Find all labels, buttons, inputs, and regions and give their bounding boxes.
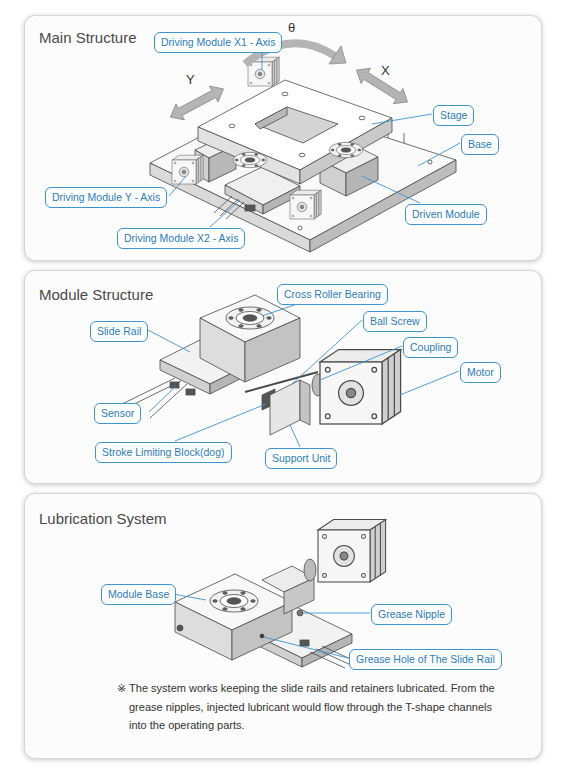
- callout-label: Driven Module: [412, 208, 480, 220]
- part-callout: Base: [461, 134, 499, 155]
- callout-label: Cross Roller Bearing: [284, 288, 381, 300]
- callout-label: Grease Nipple: [378, 608, 445, 620]
- part-callout: Sensor: [94, 403, 141, 424]
- part-callout: Stage: [433, 105, 474, 126]
- callout-label: Driving Module X2 - Axis: [124, 232, 238, 244]
- callout-label: Base: [468, 138, 492, 150]
- section-title: Module Structure: [39, 286, 153, 303]
- part-callout: Slide Rail: [90, 321, 148, 342]
- part-callout: Coupling: [403, 337, 458, 358]
- part-callout: Support Unit: [265, 448, 337, 469]
- part-callout: Grease Hole of The Slide Rail: [349, 649, 502, 670]
- part-callout: Ball Screw: [363, 311, 427, 332]
- callout-label: Support Unit: [272, 452, 330, 464]
- part-callout: Driving Module X1 - Axis: [154, 32, 282, 53]
- callout-label: Stage: [440, 109, 467, 121]
- callout-label: Coupling: [410, 341, 451, 353]
- part-callout: Driven Module: [405, 204, 487, 225]
- part-callout: Cross Roller Bearing: [277, 284, 388, 305]
- callout-label: Driving Module X1 - Axis: [161, 36, 275, 48]
- axis-label: Y: [186, 72, 195, 87]
- part-callout: Driving Module X2 - Axis: [117, 228, 245, 249]
- callout-label: Grease Hole of The Slide Rail: [356, 653, 495, 665]
- callout-label: Module Base: [108, 588, 169, 600]
- callout-label: Driving Module Y - Axis: [52, 191, 160, 203]
- callout-label: Stroke Limiting Block(dog): [102, 446, 225, 458]
- part-callout: Motor: [460, 362, 501, 383]
- part-callout: Stroke Limiting Block(dog): [95, 442, 232, 463]
- part-callout: Module Base: [101, 584, 176, 605]
- note-text: ※ The system works keeping the slide rai…: [117, 679, 501, 735]
- section-title: Lubrication System: [39, 510, 167, 527]
- callout-label: Motor: [467, 366, 494, 378]
- part-callout: Grease Nipple: [371, 604, 452, 625]
- callout-label: Slide Rail: [97, 325, 141, 337]
- section-panel: Lubrication System ※ The system works kee…: [24, 493, 542, 759]
- section-panel: Module Structure Cross Roller BearingSlid…: [24, 270, 542, 484]
- callout-label: Sensor: [101, 407, 134, 419]
- callout-label: Ball Screw: [370, 315, 420, 327]
- section-title: Main Structure: [39, 29, 137, 46]
- axis-label: X: [381, 63, 390, 78]
- part-callout: Driving Module Y - Axis: [45, 187, 167, 208]
- section-panel: Main Structure Driving Module X1 - AxisSt…: [24, 15, 542, 261]
- axis-label: θ: [288, 20, 295, 35]
